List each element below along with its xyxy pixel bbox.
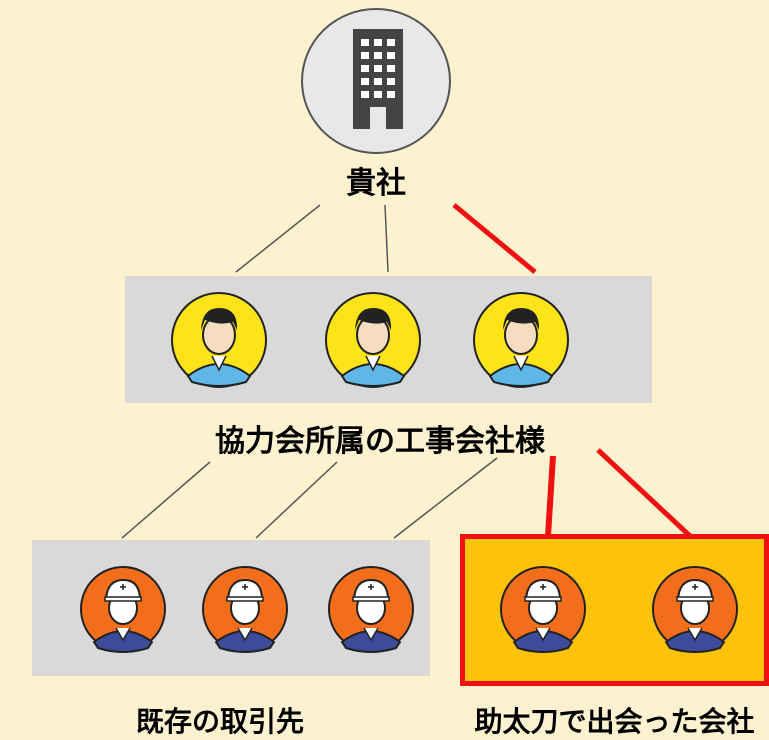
highlight-connector-line [596, 448, 692, 538]
company-node [300, 7, 452, 155]
worker-avatar-icon [171, 292, 267, 388]
connector-line [121, 461, 211, 539]
partner-companies-label: 協力会所属の工事会社様 [215, 424, 545, 459]
helmet-worker-icon [202, 566, 288, 653]
highlight-connector-line [545, 455, 556, 537]
connector-line [235, 204, 321, 273]
helmet-worker-icon [328, 566, 414, 653]
office-building-icon [301, 8, 451, 154]
helmet-worker-icon [80, 566, 166, 653]
connector-line [384, 204, 389, 273]
helmet-worker-icon [500, 566, 586, 653]
connector-line [393, 457, 498, 539]
sukedachi-partners-label: 助太刀で出会った会社 [474, 705, 755, 738]
existing-partners-label: 既存の取引先 [135, 705, 304, 738]
worker-avatar-icon [325, 292, 421, 388]
company-label: 貴社 [346, 166, 406, 201]
helmet-worker-icon [652, 566, 738, 653]
connector-line [255, 461, 338, 539]
worker-avatar-icon [473, 292, 569, 388]
highlight-connector-line [452, 203, 537, 274]
